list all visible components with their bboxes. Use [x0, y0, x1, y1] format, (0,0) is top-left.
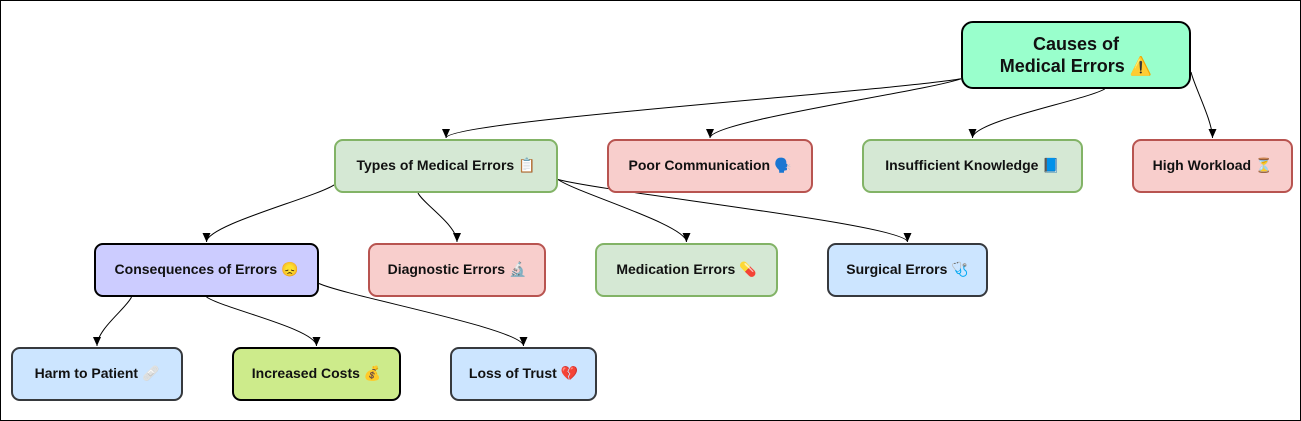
node-label: Causes of Medical Errors ⚠️	[999, 33, 1153, 77]
edge-types-to-diagnostic	[417, 192, 461, 243]
node-consequences-of-errors[interactable]: Consequences of Errors 😞	[94, 243, 319, 297]
node-increased-costs[interactable]: Increased Costs 💰	[232, 347, 401, 401]
node-label: Loss of Trust 💔	[468, 365, 579, 382]
node-surgical-errors[interactable]: Surgical Errors 🩺	[827, 243, 988, 297]
node-label: High Workload ⏳	[1152, 157, 1273, 174]
node-label: Insufficient Knowledge 📘	[885, 157, 1060, 174]
node-label: Consequences of Errors 😞	[114, 261, 299, 278]
node-label: Surgical Errors 🩺	[846, 261, 969, 278]
node-label: Poor Communication 🗣️	[628, 157, 792, 174]
edge-types-to-consequences	[202, 184, 335, 243]
node-label: Harm to Patient 🩹	[34, 365, 160, 382]
node-causes-of-medical-errors[interactable]: Causes of Medical Errors ⚠️	[961, 21, 1191, 89]
edge-root-to-workload	[1190, 71, 1217, 139]
edge-root-to-types	[442, 78, 962, 139]
node-harm-to-patient[interactable]: Harm to Patient 🩹	[11, 347, 183, 401]
edge-consequences-to-trust	[318, 283, 528, 347]
edge-root-to-insufficient	[968, 88, 1106, 139]
node-diagnostic-errors[interactable]: Diagnostic Errors 🔬	[368, 243, 546, 297]
edge-root-to-poor_comm	[706, 78, 962, 139]
edge-consequences-to-harm	[93, 296, 132, 347]
edge-types-to-medication	[557, 179, 691, 243]
node-types-of-medical-errors[interactable]: Types of Medical Errors 📋	[334, 139, 558, 193]
node-medication-errors[interactable]: Medication Errors 💊	[595, 243, 778, 297]
edge-types-to-surgical	[557, 179, 912, 243]
node-poor-communication[interactable]: Poor Communication 🗣️	[607, 139, 813, 193]
node-label: Increased Costs 💰	[251, 365, 382, 382]
node-insufficient-knowledge[interactable]: Insufficient Knowledge 📘	[862, 139, 1083, 193]
node-loss-of-trust[interactable]: Loss of Trust 💔	[450, 347, 597, 401]
node-label: Diagnostic Errors 🔬	[387, 261, 527, 278]
edge-consequences-to-costs	[206, 296, 321, 347]
node-high-workload[interactable]: High Workload ⏳	[1132, 139, 1293, 193]
node-label: Medication Errors 💊	[616, 261, 757, 278]
node-label: Types of Medical Errors 📋	[356, 157, 536, 174]
